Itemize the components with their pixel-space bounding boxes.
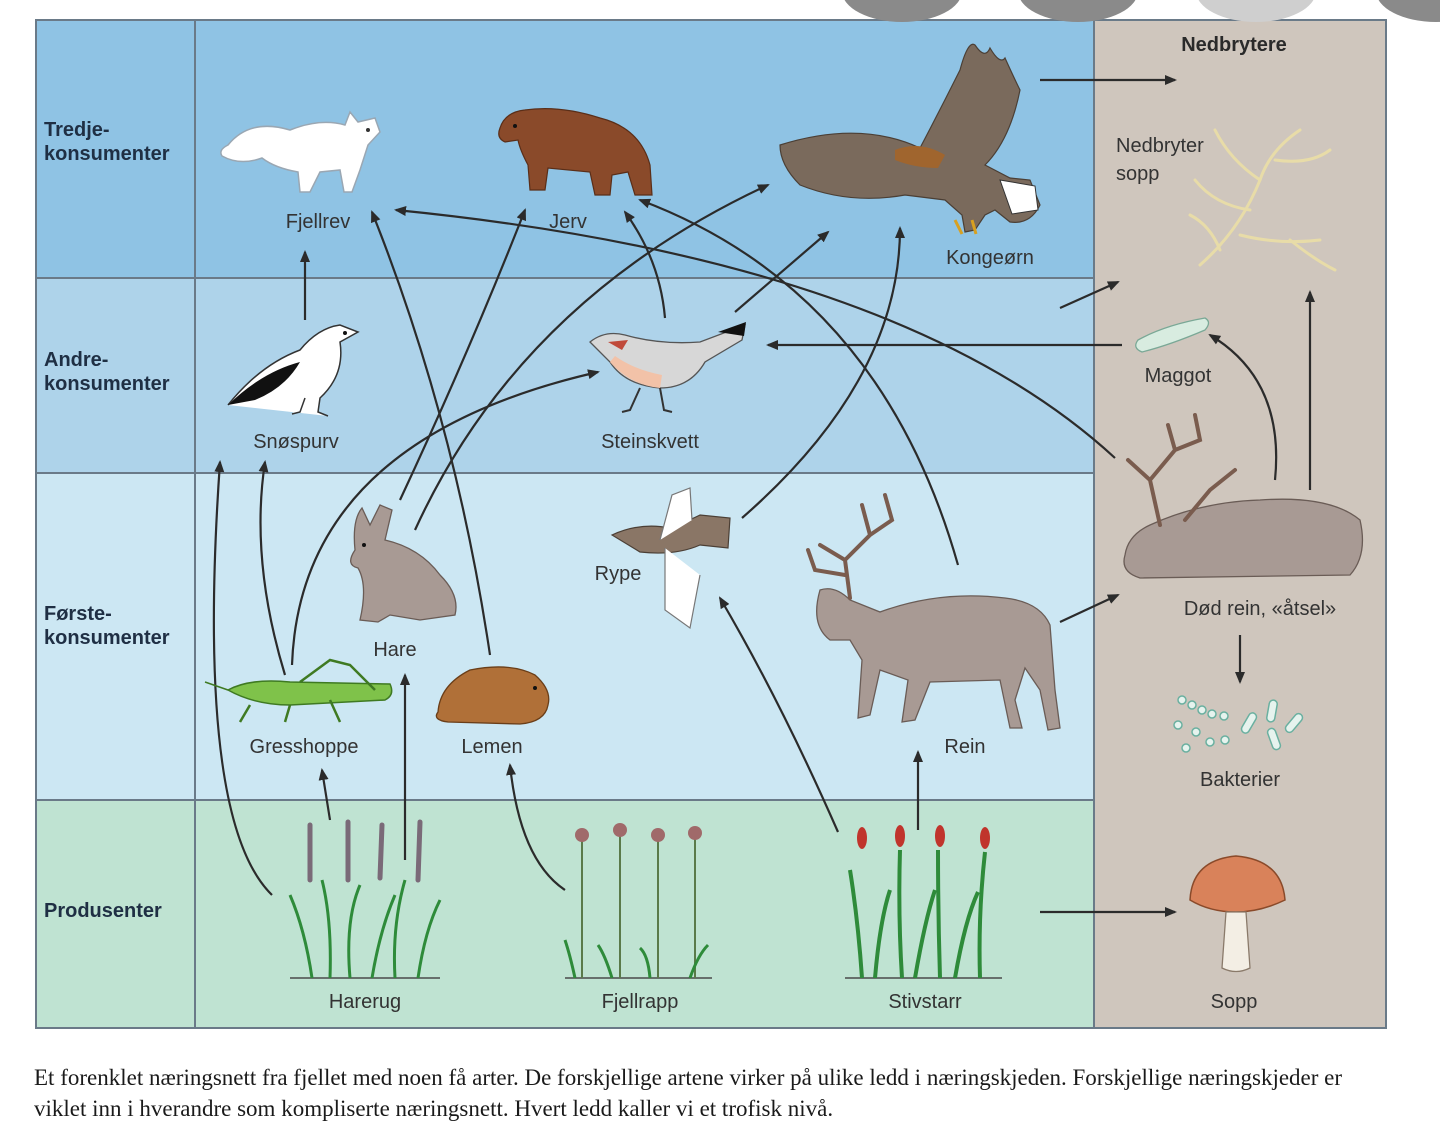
decomposer-fungus-icon xyxy=(1188,128,1337,272)
arctic-fox-icon xyxy=(220,110,381,193)
golden-eagle-label: Kongeørn xyxy=(946,247,1034,269)
level-label-secondary-line2: konsumenter xyxy=(44,373,170,395)
fjellrapp-plant-icon xyxy=(563,823,712,979)
fungus-label-line2: sopp xyxy=(1116,163,1159,185)
lemming-label: Lemen xyxy=(461,736,522,758)
figure-caption: Et forenklet næringsnett fra fjellet med… xyxy=(34,1065,1343,1121)
snow-bunting-icon xyxy=(227,324,360,417)
snow-bunting-label: Snøspurv xyxy=(253,431,339,453)
maggot-label: Maggot xyxy=(1145,365,1212,387)
mushroom-label: Sopp xyxy=(1211,991,1258,1013)
ptarmigan-label: Rype xyxy=(595,563,642,585)
reindeer-label: Rein xyxy=(944,736,985,758)
mushroom-icon xyxy=(1189,855,1286,973)
maggot-icon xyxy=(1135,317,1210,353)
bacteria-icon xyxy=(1173,695,1304,753)
level-label-tertiary-line1: Tredje- xyxy=(44,119,110,141)
wheatear-icon xyxy=(589,322,746,413)
bacteria-label: Bakterier xyxy=(1200,769,1280,791)
level-label-producers: Produsenter xyxy=(44,900,162,922)
carcass-label: Død rein, «åtsel» xyxy=(1184,598,1336,620)
hare-icon xyxy=(350,504,457,623)
ptarmigan-icon xyxy=(610,487,731,630)
producers-band xyxy=(36,800,1094,1028)
lemming-icon xyxy=(435,666,550,725)
feeding-arrows xyxy=(212,75,1315,917)
level-label-secondary-line1: Andre- xyxy=(44,349,108,371)
wheatear-label: Steinskvett xyxy=(601,431,699,453)
secondary-consumers-band xyxy=(36,278,1094,473)
stivstarr-label: Stivstarr xyxy=(888,991,962,1013)
stivstarr-plant-icon xyxy=(845,825,1002,979)
hare-label: Hare xyxy=(373,639,416,661)
decorative-shape-1 xyxy=(842,0,962,22)
food-web-diagram: Tredje- konsumenter Andre- konsumenter F… xyxy=(35,19,1387,1029)
harerug-plant-icon xyxy=(288,819,442,979)
harerug-label: Harerug xyxy=(329,991,401,1013)
fungus-label-line1: Nedbryter xyxy=(1116,135,1204,157)
reindeer-icon xyxy=(806,493,1061,731)
wolverine-icon xyxy=(498,108,653,196)
grasshopper-icon xyxy=(204,658,393,723)
grasshopper-label: Gresshoppe xyxy=(250,736,359,758)
decomposers-heading: Nedbrytere xyxy=(1181,34,1287,56)
level-label-primary-line2: konsumenter xyxy=(44,627,170,649)
dead-reindeer-icon xyxy=(1123,413,1364,579)
wolverine-label: Jerv xyxy=(549,211,587,233)
level-label-primary-line1: Første- xyxy=(44,603,112,625)
golden-eagle-icon xyxy=(779,43,1041,235)
fjellrapp-label: Fjellrapp xyxy=(602,991,679,1013)
arctic-fox-label: Fjellrev xyxy=(286,211,350,233)
level-label-tertiary-line2: konsumenter xyxy=(44,143,170,165)
decorative-shape-2 xyxy=(1018,0,1138,22)
decorative-shape-3 xyxy=(1196,0,1316,22)
